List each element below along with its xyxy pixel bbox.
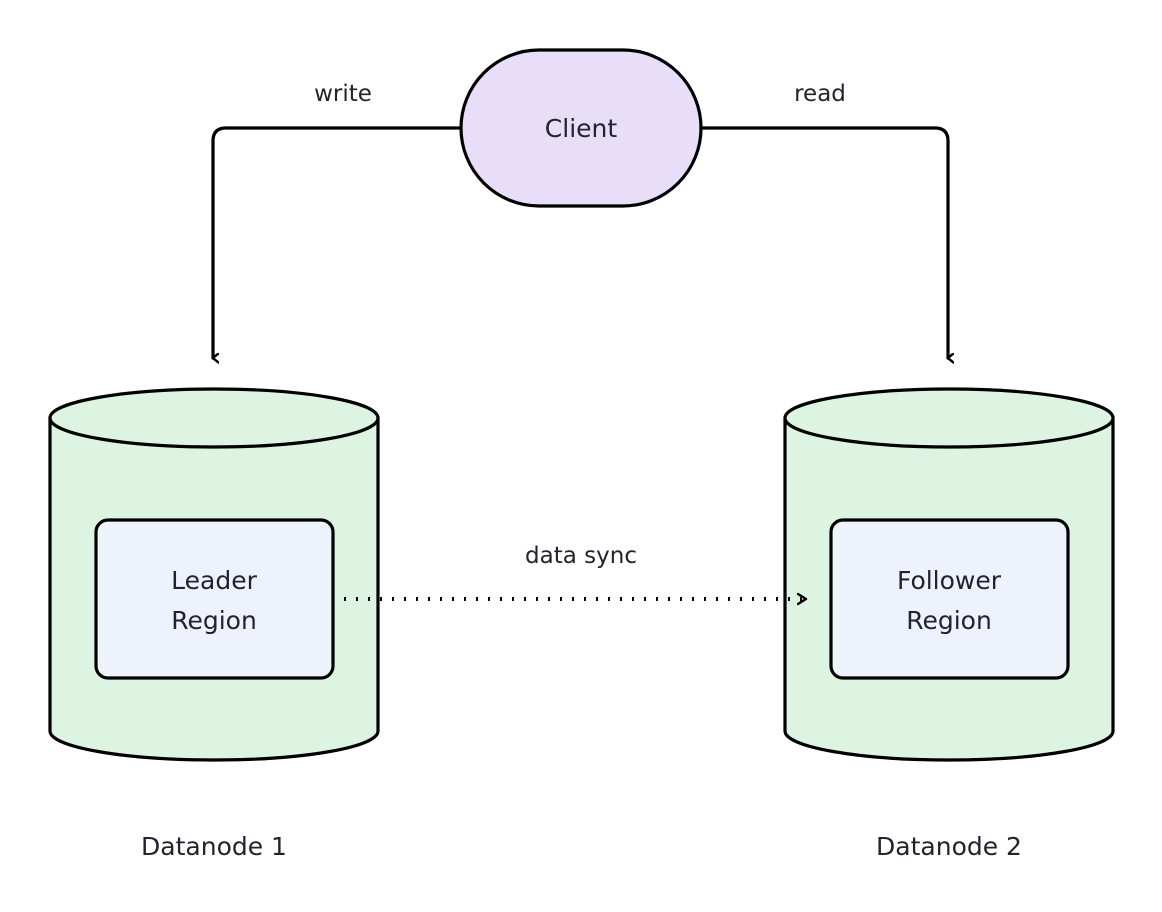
leader-region-box	[94, 518, 335, 680]
client-label: Client	[545, 114, 618, 143]
read-connector	[699, 126, 948, 358]
datanode-1-cylinder-top	[48, 387, 380, 449]
follower-region[interactable]: Follower Region	[829, 518, 1070, 680]
edge-read[interactable]: read	[699, 81, 948, 358]
datanode-2-caption: Datanode 2	[876, 832, 1022, 861]
follower-region-label-line1: Follower	[897, 566, 1002, 595]
edge-data-sync[interactable]: data sync	[344, 543, 806, 599]
data-sync-label: data sync	[525, 543, 637, 569]
node-client[interactable]: Client	[459, 48, 703, 208]
write-label: write	[314, 81, 372, 107]
node-datanode-2[interactable]: Follower Region Datanode 2	[783, 387, 1115, 861]
node-datanode-1[interactable]: Leader Region Datanode 1	[48, 387, 380, 861]
leader-region-label-line1: Leader	[171, 566, 257, 595]
leader-region[interactable]: Leader Region	[94, 518, 335, 680]
follower-region-box	[829, 518, 1070, 680]
write-connector	[211, 126, 463, 358]
datanode-1-caption: Datanode 1	[141, 832, 287, 861]
edge-write[interactable]: write	[211, 81, 463, 358]
leader-region-label-line2: Region	[171, 606, 257, 635]
read-label: read	[794, 81, 846, 107]
datanode-2-cylinder-top	[783, 387, 1115, 449]
follower-region-label-line2: Region	[906, 606, 992, 635]
